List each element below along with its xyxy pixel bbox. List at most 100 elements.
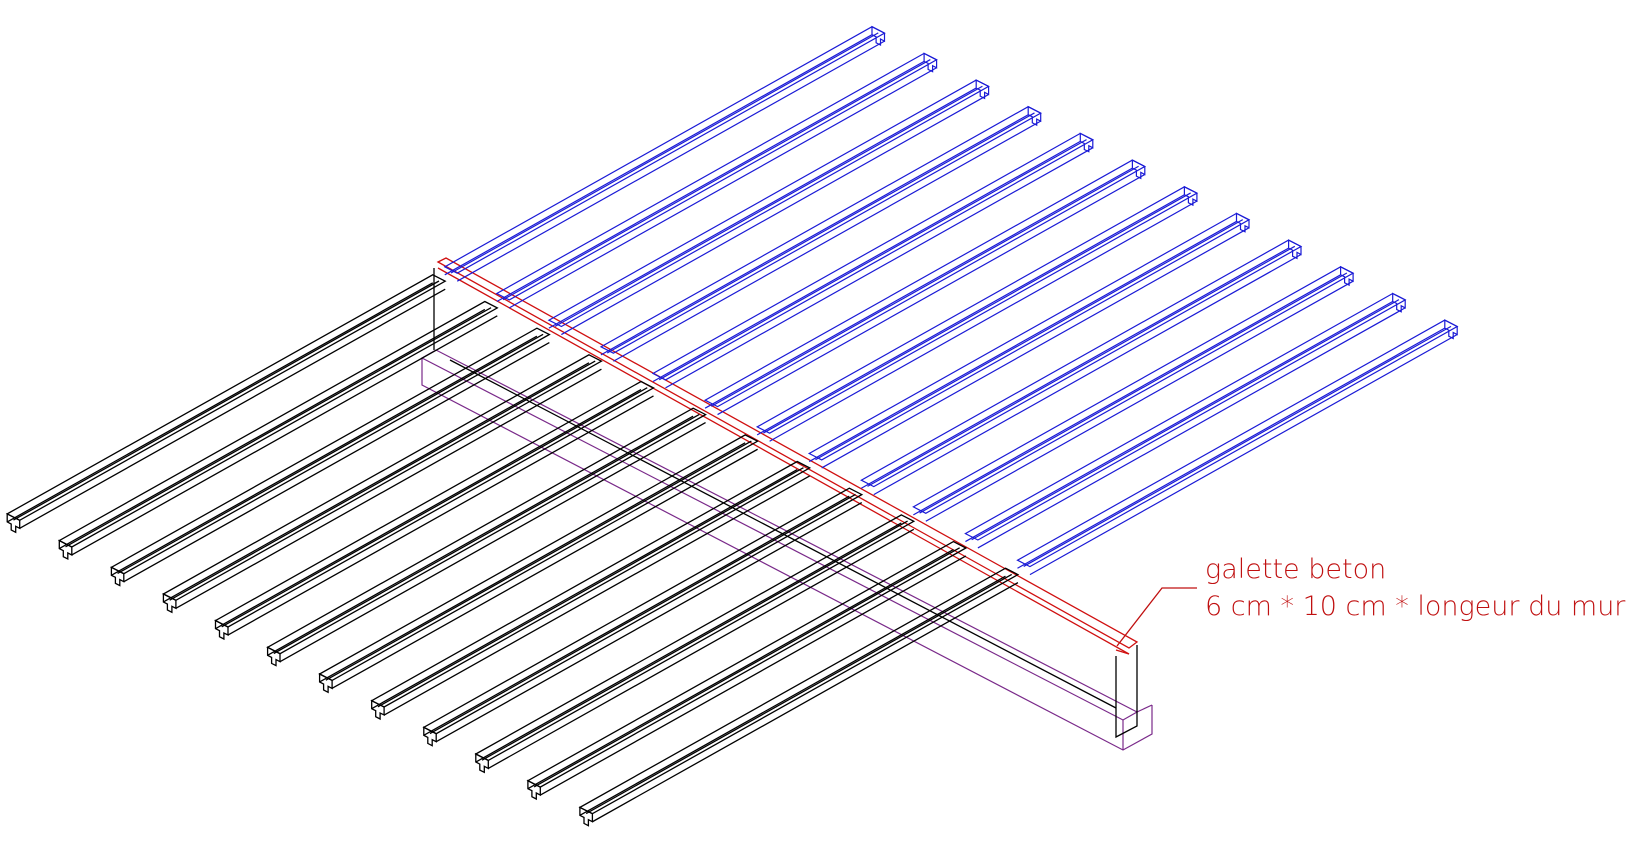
front-joist-6: [266, 407, 707, 667]
front-joist-top-face: [5, 274, 447, 522]
back-joist-top-face: [755, 186, 1199, 434]
front-joists: [5, 274, 1020, 827]
front-joist-side-line: [163, 362, 590, 603]
back-joist-end-profile: [1079, 132, 1094, 153]
back-joist-center-line: [606, 112, 1035, 354]
annotation-leader: [1116, 587, 1197, 647]
back-joist-center-line: [763, 192, 1191, 434]
front-joist-end-profile: [110, 566, 125, 587]
back-joist-center-line: [971, 299, 1400, 541]
back-joist-side-line: [769, 200, 1198, 442]
back-joist-4: [599, 105, 1042, 362]
back-joist-side-line: [821, 227, 1250, 469]
front-joist-11: [526, 540, 968, 801]
back-joist-side-line: [1017, 327, 1446, 569]
front-joist-center-line: [221, 387, 648, 628]
front-joist-side-line: [371, 468, 798, 710]
back-joist-center-line: [815, 219, 1244, 461]
back-joist-side-line: [717, 173, 1146, 416]
front-joist-side-line: [227, 395, 654, 636]
front-joist-7: [318, 434, 759, 694]
front-joist-side-line: [592, 582, 1019, 823]
back-joist-end-profile: [871, 25, 886, 46]
back-joist-center-line: [554, 85, 983, 327]
back-joist-center-line: [867, 245, 1296, 487]
back-joist-side-line: [873, 253, 1302, 496]
back-joist-center-line: [1023, 325, 1452, 567]
front-joist-top-face: [266, 407, 707, 655]
front-joist-3: [110, 327, 551, 587]
wall-end-face: [1115, 645, 1138, 739]
back-joist-center-line: [919, 272, 1348, 514]
back-joist-side-line: [613, 120, 1041, 362]
back-joist-6: [703, 159, 1147, 416]
back-joist-top-face: [651, 132, 1095, 381]
front-joist-center-line: [429, 493, 856, 735]
front-joist-top-face: [57, 300, 499, 548]
back-joist-center-line: [658, 139, 1087, 381]
back-joist-end-profile: [1027, 105, 1042, 127]
back-joist-10: [912, 265, 1355, 522]
back-joist-side-line: [925, 280, 1354, 522]
front-joist-top-face: [474, 514, 916, 762]
back-joist-side-line: [509, 67, 937, 309]
front-joist-5: [214, 380, 655, 641]
back-joist-top-face: [964, 292, 1407, 541]
front-joist-center-line: [533, 547, 960, 788]
front-joist-side-line: [267, 415, 694, 656]
front-joist-side-line: [111, 335, 538, 576]
front-joist-side-line: [475, 522, 902, 763]
back-joist-side-line: [913, 274, 1341, 516]
footing-edge: [1136, 704, 1153, 713]
front-joist-end-profile: [162, 592, 177, 614]
front-joist-center-line: [273, 413, 700, 655]
front-joist-center-line: [117, 333, 544, 575]
back-joist-3: [547, 79, 990, 336]
galette-side: [437, 267, 1130, 655]
annotation-line-1: galette beton: [1205, 554, 1386, 585]
back-joist-end-profile: [975, 79, 990, 100]
front-joist-8: [370, 460, 812, 721]
front-joist-end-profile: [266, 646, 281, 667]
front-joist-12: [578, 567, 1020, 827]
back-joist-side-line: [444, 34, 873, 276]
back-joist-end-profile: [1444, 319, 1458, 340]
front-joist-top-face: [526, 540, 968, 788]
back-joist-top-face: [495, 52, 938, 301]
front-joist-side-line: [383, 475, 811, 716]
back-joist-top-face: [443, 26, 886, 274]
back-joist-8: [807, 212, 1251, 469]
front-joist-side-line: [19, 288, 446, 529]
front-joist-side-line: [487, 528, 915, 769]
back-joist-top-face: [703, 159, 1147, 408]
front-joist-4: [162, 354, 603, 614]
back-joist-side-line: [548, 87, 977, 329]
front-joist-center-line: [585, 573, 1013, 815]
back-joist-1: [443, 25, 886, 282]
back-joist-2: [495, 52, 938, 309]
back-joist-side-line: [496, 60, 925, 303]
back-joist-top-face: [860, 239, 1303, 488]
back-joist-side-line: [652, 140, 1081, 383]
front-joist-10: [474, 514, 916, 774]
back-joist-center-line: [450, 32, 879, 274]
front-joist-side-line: [527, 549, 954, 790]
back-joist-7: [755, 185, 1199, 442]
back-joist-12: [1016, 319, 1459, 576]
back-joist-end-profile: [1235, 212, 1250, 233]
front-joist-side-line: [6, 282, 434, 523]
front-joist-end-profile: [318, 672, 333, 694]
front-joist-side-line: [175, 368, 602, 609]
front-joist-side-line: [423, 495, 850, 736]
front-joist-end-profile: [214, 619, 229, 641]
front-joist-center-line: [65, 307, 492, 548]
front-joist-center-line: [481, 520, 908, 761]
front-joist-top-face: [162, 354, 603, 602]
back-joist-9: [860, 239, 1303, 496]
front-joist-end-profile: [6, 512, 21, 534]
back-joist-side-line: [456, 40, 885, 282]
back-joist-center-line: [502, 59, 931, 301]
front-joist-center-line: [377, 467, 804, 708]
front-joist-end-profile: [371, 699, 385, 721]
back-joist-top-face: [547, 79, 990, 328]
